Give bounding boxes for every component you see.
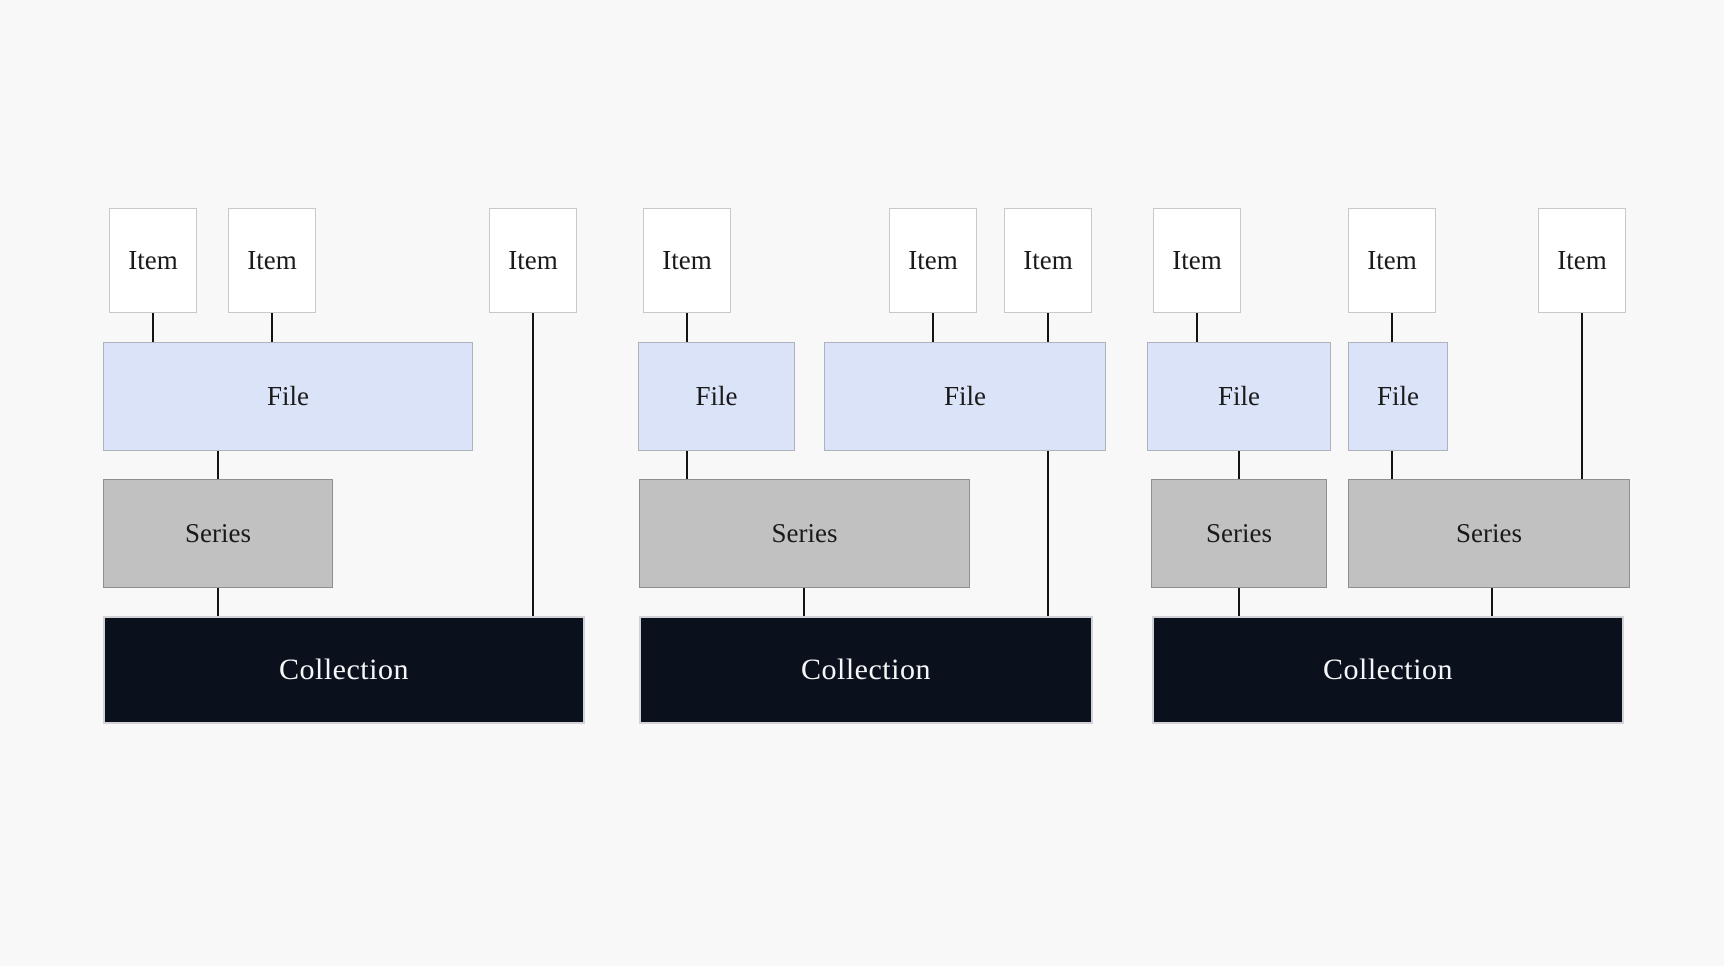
- series-node: Series: [639, 479, 970, 588]
- connector-line: [1581, 313, 1583, 479]
- collection-node: Collection: [103, 616, 585, 724]
- item-node: Item: [109, 208, 197, 313]
- series-node: Series: [103, 479, 333, 588]
- file-node: File: [638, 342, 795, 451]
- connector-line: [686, 313, 688, 342]
- connector-line: [1196, 313, 1198, 342]
- collection-node: Collection: [639, 616, 1093, 724]
- connector-line: [686, 451, 688, 479]
- series-node: Series: [1151, 479, 1327, 588]
- connector-line: [803, 588, 805, 616]
- item-node: Item: [1538, 208, 1626, 313]
- series-node: Series: [1348, 479, 1630, 588]
- item-node: Item: [1004, 208, 1092, 313]
- item-node: Item: [489, 208, 577, 313]
- collection-node: Collection: [1152, 616, 1624, 724]
- connector-line: [152, 313, 154, 342]
- connector-line: [1391, 451, 1393, 479]
- connector-line: [1238, 451, 1240, 479]
- item-node: Item: [228, 208, 316, 313]
- file-node: File: [1348, 342, 1448, 451]
- connector-line: [217, 588, 219, 616]
- connector-line: [1491, 588, 1493, 616]
- connector-line: [932, 313, 934, 342]
- connector-line: [1391, 313, 1393, 342]
- connector-line: [1238, 588, 1240, 616]
- connector-line: [1047, 451, 1049, 616]
- file-node: File: [1147, 342, 1331, 451]
- connector-line: [217, 451, 219, 479]
- file-node: File: [103, 342, 473, 451]
- item-node: Item: [889, 208, 977, 313]
- file-node: File: [824, 342, 1106, 451]
- connector-line: [271, 313, 273, 342]
- item-node: Item: [1348, 208, 1436, 313]
- item-node: Item: [1153, 208, 1241, 313]
- item-node: Item: [643, 208, 731, 313]
- connector-line: [532, 313, 534, 616]
- connector-line: [1047, 313, 1049, 342]
